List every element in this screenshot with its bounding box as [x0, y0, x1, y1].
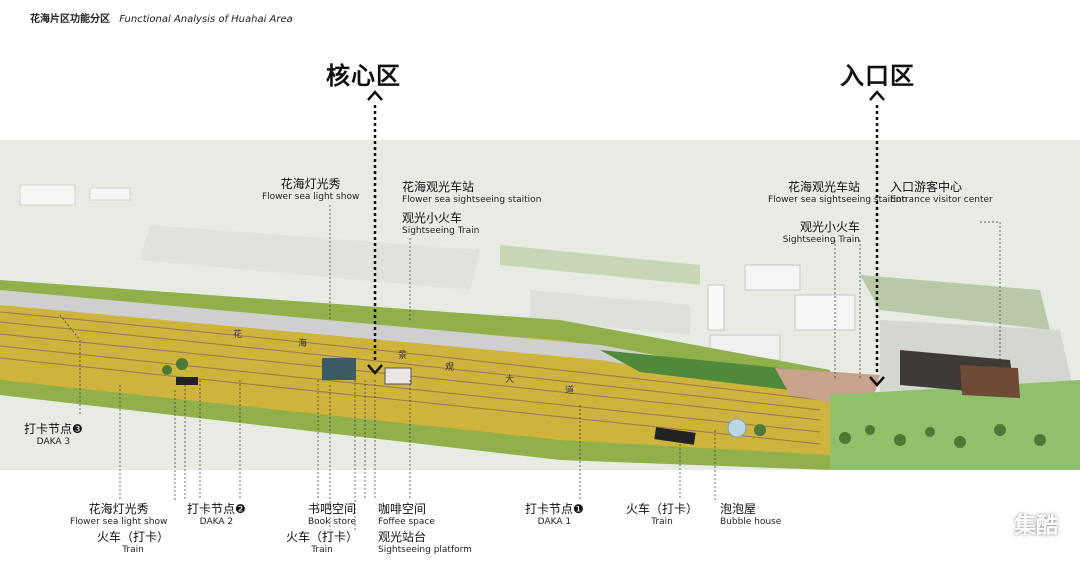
building	[707, 284, 725, 331]
road-char: 花	[233, 330, 243, 340]
core-zone-arrow	[367, 90, 383, 375]
flower-field	[0, 300, 830, 455]
header-title-cn: 花海片区功能分区	[30, 14, 110, 25]
visitor-center-roof	[960, 365, 1020, 398]
zone-label-core: 核心区	[326, 62, 401, 90]
label-train-bottom-2: 火车（打卡）Train	[286, 530, 359, 555]
train	[654, 427, 696, 445]
grass-bank	[600, 350, 830, 395]
watermark-text: 集酷	[1013, 514, 1058, 539]
building	[794, 294, 856, 331]
building	[89, 187, 131, 201]
trees	[162, 358, 1046, 448]
zone-label-entrance: 入口区	[840, 62, 915, 90]
label-train-bottom-1: 火车（打卡）Train	[97, 530, 170, 555]
building	[19, 184, 76, 206]
road-char: 道	[565, 386, 575, 396]
road-char: 海	[298, 339, 308, 349]
road-char: 景	[398, 351, 408, 361]
road-char: 观	[445, 363, 455, 373]
green-field	[500, 245, 700, 285]
header-title-en: Functional Analysis of Huahai Area	[119, 14, 293, 25]
lawn	[830, 380, 1080, 470]
scenic-avenue	[0, 290, 820, 395]
green-field	[860, 275, 1050, 330]
page-header: 花海片区功能分区 Functional Analysis of Huahai A…	[30, 10, 293, 25]
wechat-icon	[938, 508, 980, 539]
label-train-bottom-3: 火车（打卡）Train	[626, 502, 699, 527]
building	[744, 264, 801, 291]
station-building	[322, 358, 356, 380]
station-building	[384, 367, 412, 385]
leader-lines	[59, 205, 1001, 530]
parking-lot	[140, 225, 480, 290]
train	[176, 377, 198, 385]
road-char: 大	[505, 375, 515, 385]
bubble-house	[727, 418, 747, 438]
rail-tracks	[0, 311, 821, 445]
entrance-zone-arrow	[869, 90, 885, 387]
